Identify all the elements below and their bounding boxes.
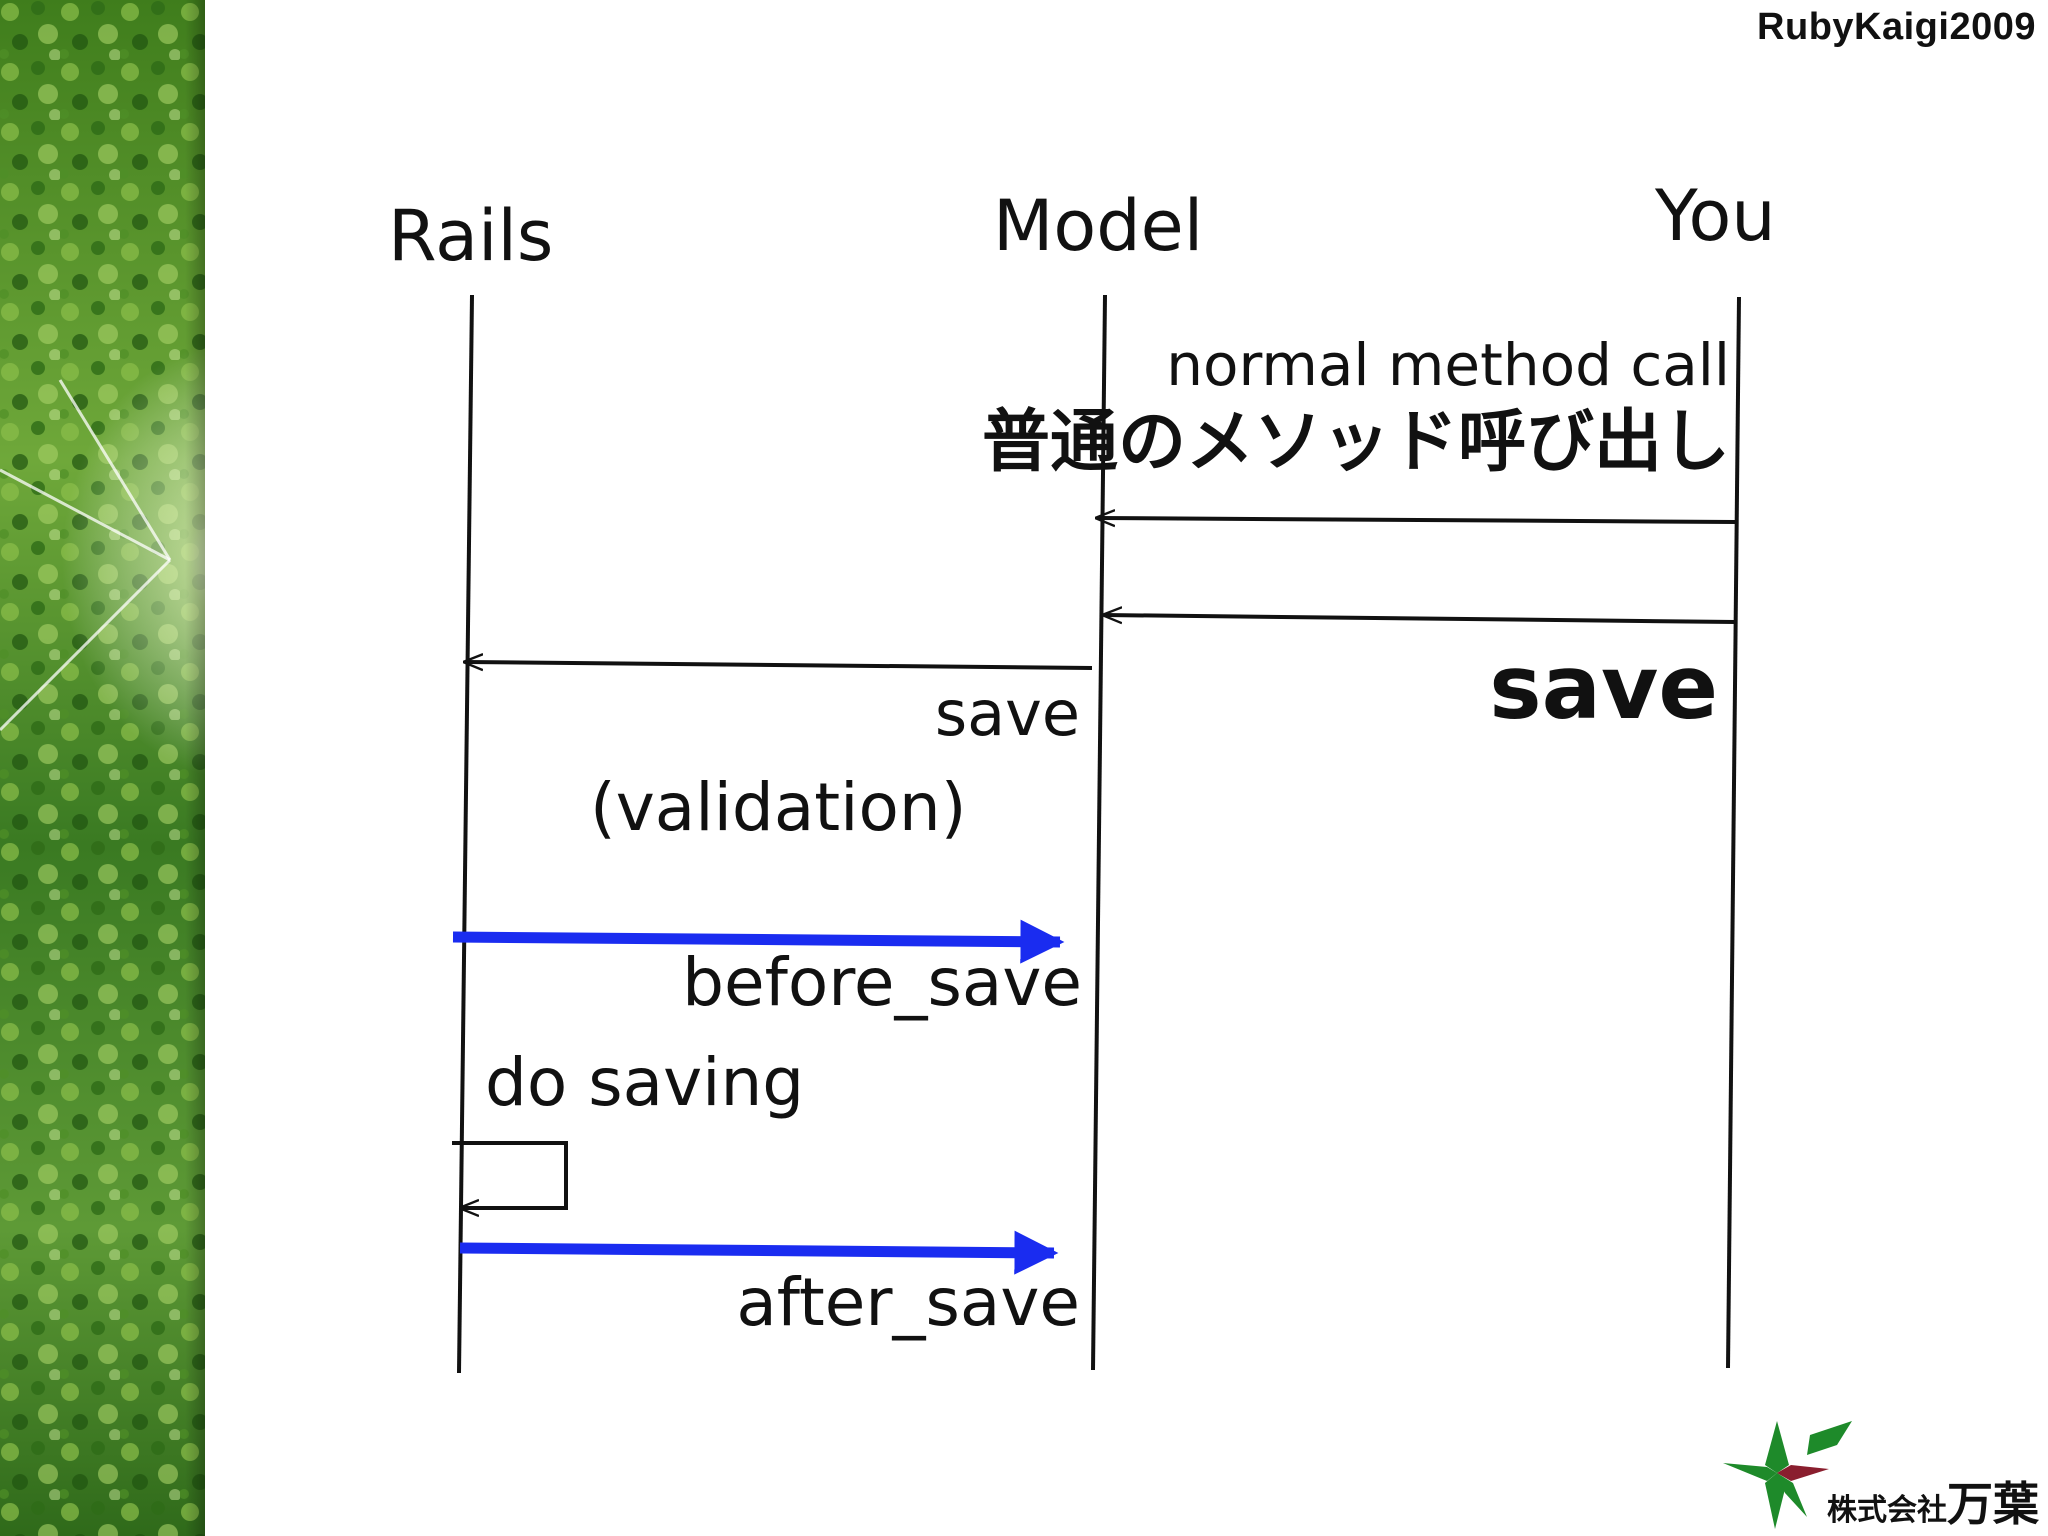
company-name-big: 万葉	[1947, 1477, 2039, 1531]
participant-model: Model	[993, 185, 1203, 267]
company-name-small: 株式会社	[1827, 1493, 1947, 1528]
message-after-save: after_save	[736, 1264, 1080, 1341]
message-save: save	[935, 677, 1080, 750]
company-logo-mark	[1723, 1421, 1852, 1529]
lifeline-model	[1091, 294, 1107, 1371]
arrow-after-save-callback	[459, 1230, 1059, 1275]
message-normal-call-en: normal method call	[1166, 331, 1730, 399]
arrow-model-to-rails-save	[465, 662, 1093, 668]
lifeline-you	[1726, 296, 1741, 1369]
message-validation: (validation)	[590, 769, 966, 846]
message-normal-call-ja: 普通のメソッド呼び出し	[982, 403, 1730, 482]
arrow-before-save-callback	[452, 919, 1065, 964]
foliage-background-image	[0, 0, 215, 1536]
arrow-you-to-model-save	[1104, 615, 1736, 622]
company-logo-text: 株式会社万葉	[1827, 1468, 2039, 1534]
conference-title: RubyKaigi2009	[1757, 6, 2036, 48]
participant-you: You	[1654, 175, 1776, 257]
message-do-saving: do saving	[485, 1044, 804, 1121]
message-before-save: before_save	[682, 944, 1082, 1021]
arrow-do-saving-self-loop	[452, 1141, 568, 1208]
lifeline-rails	[457, 294, 474, 1374]
participant-rails: Rails	[388, 195, 553, 277]
arrow-you-to-model-normal	[1097, 518, 1736, 522]
message-save-bold: save	[1489, 636, 1718, 739]
